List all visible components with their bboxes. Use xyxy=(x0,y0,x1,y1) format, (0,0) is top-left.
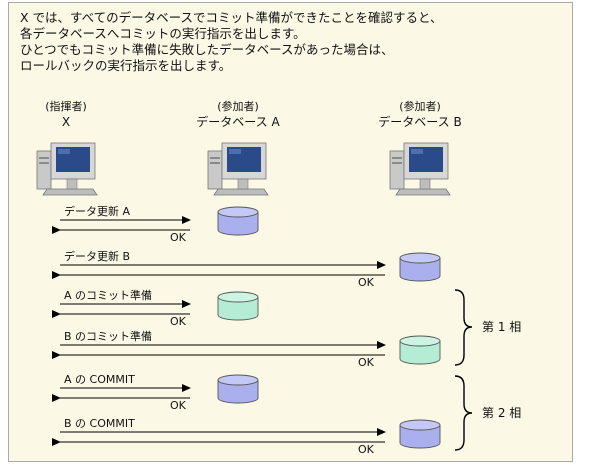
database-icon xyxy=(399,419,441,449)
actor-x-name: X xyxy=(61,115,71,129)
database-icon xyxy=(399,335,441,365)
actor-b-name: データベース B xyxy=(378,115,462,129)
database-icon xyxy=(399,252,441,282)
intro-text: X では、すべてのデータベースでコミット準備ができたことを確認すると、 各データ… xyxy=(20,10,540,74)
reply-label: OK xyxy=(358,276,374,289)
reply-label: OK xyxy=(170,231,186,244)
reply-label: OK xyxy=(170,315,186,328)
computer-icon xyxy=(389,142,451,196)
phase-1-label: 第 1 相 xyxy=(482,320,522,334)
computer-icon xyxy=(36,142,98,196)
reply-label: OK xyxy=(358,443,374,456)
intro-line-4: ロールバックの実行指示を出します。 xyxy=(20,58,232,73)
actor-a-role: (参加者) xyxy=(217,100,259,113)
message-label: A のコミット準備 xyxy=(64,289,153,302)
phase-2-brace xyxy=(454,375,473,451)
phase-1-brace xyxy=(454,289,473,366)
intro-line-2: 各データベースへコミットの実行指示を出します。 xyxy=(20,26,306,41)
message-label: データ更新 B xyxy=(64,250,131,263)
actor-a-name: データベース A xyxy=(196,115,280,129)
database-icon xyxy=(217,374,259,404)
database-icon xyxy=(217,291,259,321)
computer-icon xyxy=(207,142,269,196)
actor-b-role: (参加者) xyxy=(399,100,441,113)
message-label: データ更新 A xyxy=(64,205,131,218)
message-label: A の COMMIT xyxy=(64,373,135,386)
database-icon xyxy=(217,206,259,236)
phase-2-label: 第 2 相 xyxy=(482,406,522,420)
intro-line-3: ひとつでもコミット準備に失敗したデータベースがあった場合は、 xyxy=(20,42,394,57)
actor-x-role: (指揮者) xyxy=(45,100,87,113)
message-label: B のコミット準備 xyxy=(64,330,153,343)
diagram-panel xyxy=(8,2,573,462)
reply-label: OK xyxy=(170,399,186,412)
reply-label: OK xyxy=(358,356,374,369)
message-label: B の COMMIT xyxy=(64,417,135,430)
intro-line-1: X では、すべてのデータベースでコミット準備ができたことを確認すると、 xyxy=(20,10,443,25)
